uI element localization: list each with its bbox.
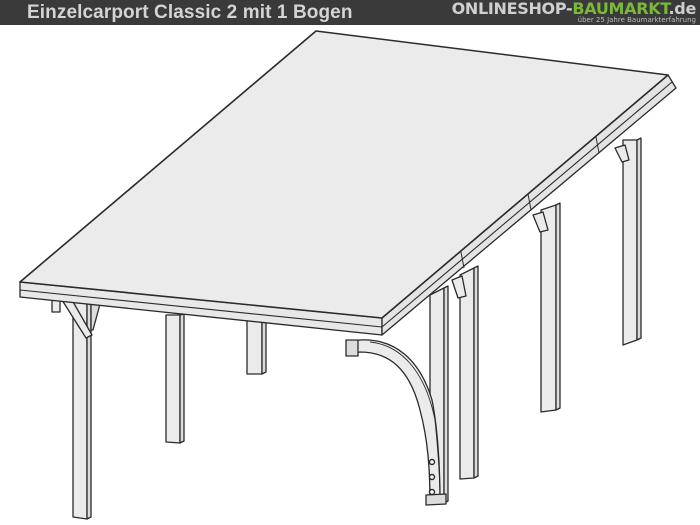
brace-right-3 [614, 144, 630, 163]
post-right-2 [459, 265, 479, 480]
brace-right-1 [451, 275, 467, 299]
page-title: Einzelcarport Classic 2 mit 1 Bogen [27, 2, 353, 23]
brace-left-front-2 [90, 302, 101, 331]
header-bar: Einzelcarport Classic 2 mit 1 Bogen ONLI… [0, 0, 700, 25]
post-rear-right [622, 137, 642, 346]
logo-part-onlineshop: ONLINESHOP- [451, 0, 573, 18]
arch-bogen [349, 339, 441, 503]
brand-logo[interactable]: ONLINESHOP-BAUMARKT.de über 25 Jahre Bau… [451, 0, 697, 24]
logo-wordmark: ONLINESHOP-BAUMARKT.de [451, 0, 697, 18]
logo-part-de: .de [668, 0, 697, 18]
roof-surface [19, 30, 669, 319]
post-left-mid [165, 313, 185, 444]
logo-tagline: über 25 Jahre Baumarkterfahrung [577, 16, 696, 24]
arch-foot [425, 493, 447, 506]
post-right-3 [540, 202, 561, 413]
logo-part-baumarkt: BAUMARKT [572, 0, 669, 18]
arch-stub [345, 339, 359, 357]
carport-illustration [19, 30, 677, 520]
brace-right-2 [532, 211, 549, 233]
post-rear-mid [246, 316, 267, 375]
